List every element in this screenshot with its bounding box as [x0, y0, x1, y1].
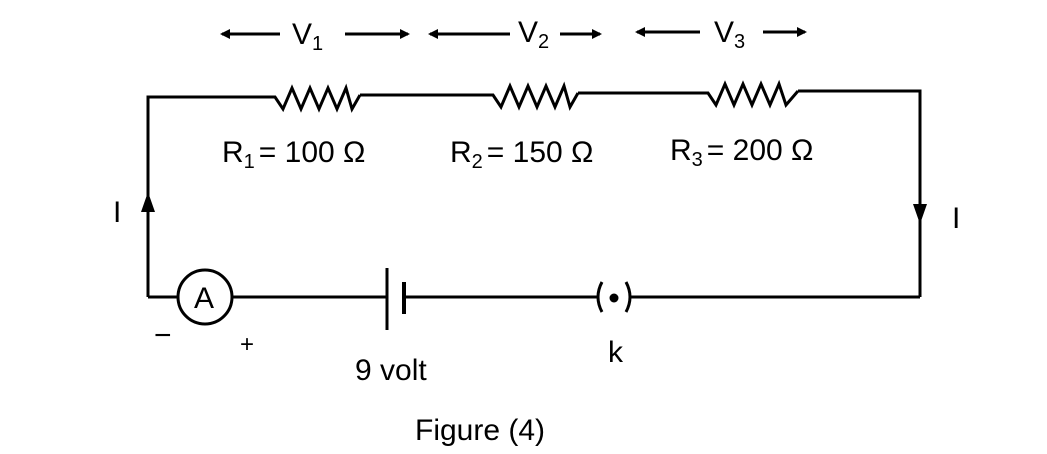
current-label-right: I [952, 202, 960, 235]
ammeter-icon [176, 268, 234, 326]
battery-label: 9 volt [355, 354, 427, 387]
v3-label: V3 [714, 16, 745, 53]
v1-label: V1 [292, 18, 323, 55]
ammeter-minus: − [154, 319, 172, 352]
ammeter-label: A [194, 282, 214, 315]
current-label-left: I [113, 196, 121, 229]
resistor-r1 [265, 83, 362, 113]
r3-label: R3= 200 Ω [670, 134, 813, 171]
key-switch-icon [596, 281, 632, 313]
key-label: k [608, 336, 624, 369]
figure-caption: Figure (4) [415, 414, 545, 447]
voltage-arrow-v2: V2 [428, 16, 602, 53]
r2-label: R2= 150 Ω [450, 136, 593, 173]
ammeter-plus: + [240, 331, 254, 358]
current-arrow-up-icon [141, 192, 155, 212]
voltage-arrow-v1: V1 [220, 18, 410, 55]
resistor-r3 [700, 79, 800, 109]
top-wire [146, 89, 922, 297]
v2-label: V2 [518, 16, 549, 53]
voltage-arrow-v3: V3 [635, 16, 807, 53]
resistor-r2 [485, 81, 580, 111]
current-arrow-down-icon [913, 204, 927, 224]
r1-label: R1= 100 Ω [222, 136, 365, 173]
